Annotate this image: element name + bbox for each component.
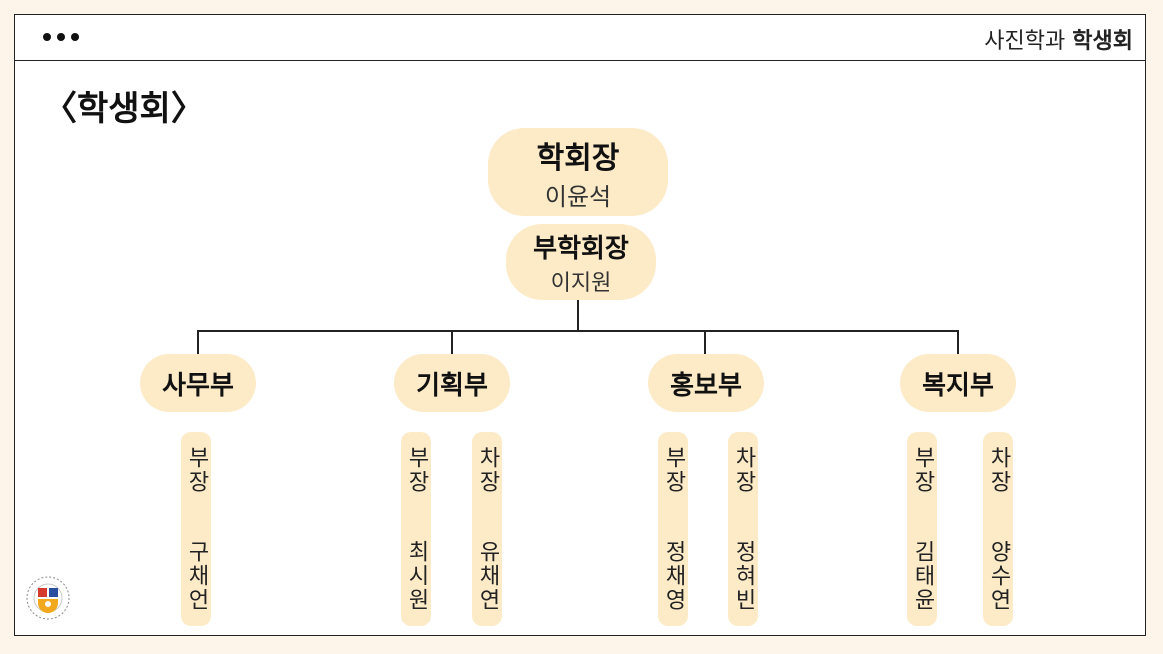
member-title: 부장 bbox=[910, 446, 935, 494]
vice-president-box: 부학회장 이지원 bbox=[506, 224, 656, 300]
department-box: 복지부 bbox=[900, 354, 1016, 412]
member-title: 부장 bbox=[404, 446, 429, 494]
header-title: 사진학과 학생회 bbox=[984, 23, 1133, 55]
department-box: 사무부 bbox=[140, 354, 256, 412]
member-name: 정채영 bbox=[661, 540, 686, 612]
header-title-bold: 학생회 bbox=[1072, 29, 1133, 54]
member-name: 양수연 bbox=[986, 540, 1011, 612]
member-card: 차장 유채연 bbox=[472, 432, 502, 626]
department-box: 기획부 bbox=[394, 354, 510, 412]
member-title: 차장 bbox=[475, 446, 500, 494]
president-box: 학회장 이윤석 bbox=[488, 128, 668, 216]
vice-president-role: 부학회장 bbox=[533, 233, 629, 264]
member-name: 정혀빈 bbox=[731, 540, 756, 612]
member-name: 김태윤 bbox=[910, 540, 935, 612]
member-card: 부장 김태윤 bbox=[907, 432, 937, 626]
university-seal-logo bbox=[26, 576, 70, 620]
member-card: 차장 양수연 bbox=[983, 432, 1013, 626]
department-name: 복지부 bbox=[922, 370, 994, 401]
department-name: 사무부 bbox=[162, 370, 234, 401]
member-title: 차장 bbox=[986, 446, 1011, 494]
member-card: 부장 정채영 bbox=[658, 432, 688, 626]
member-title: 차장 bbox=[731, 446, 756, 494]
member-title: 부장 bbox=[661, 446, 686, 494]
department-name: 기획부 bbox=[416, 370, 488, 401]
department-name: 홍보부 bbox=[670, 370, 742, 401]
header-title-prefix: 사진학과 bbox=[984, 29, 1066, 54]
window-topbar: 사진학과 학생회 bbox=[15, 15, 1145, 61]
president-role: 학회장 bbox=[536, 140, 620, 176]
member-card: 부장 최시원 bbox=[401, 432, 431, 626]
member-title: 부장 bbox=[184, 446, 209, 494]
president-name: 이윤석 bbox=[544, 182, 612, 211]
menu-dots-icon[interactable] bbox=[43, 33, 79, 41]
member-name: 구채언 bbox=[184, 540, 209, 612]
department-box: 홍보부 bbox=[648, 354, 764, 412]
member-card: 차장 정혀빈 bbox=[728, 432, 758, 626]
member-name: 유채연 bbox=[475, 540, 500, 612]
member-name: 최시원 bbox=[404, 540, 429, 612]
member-card: 부장 구채언 bbox=[181, 432, 211, 626]
page-title: 〈학생회〉 bbox=[43, 89, 205, 129]
vice-president-name: 이지원 bbox=[550, 270, 612, 296]
